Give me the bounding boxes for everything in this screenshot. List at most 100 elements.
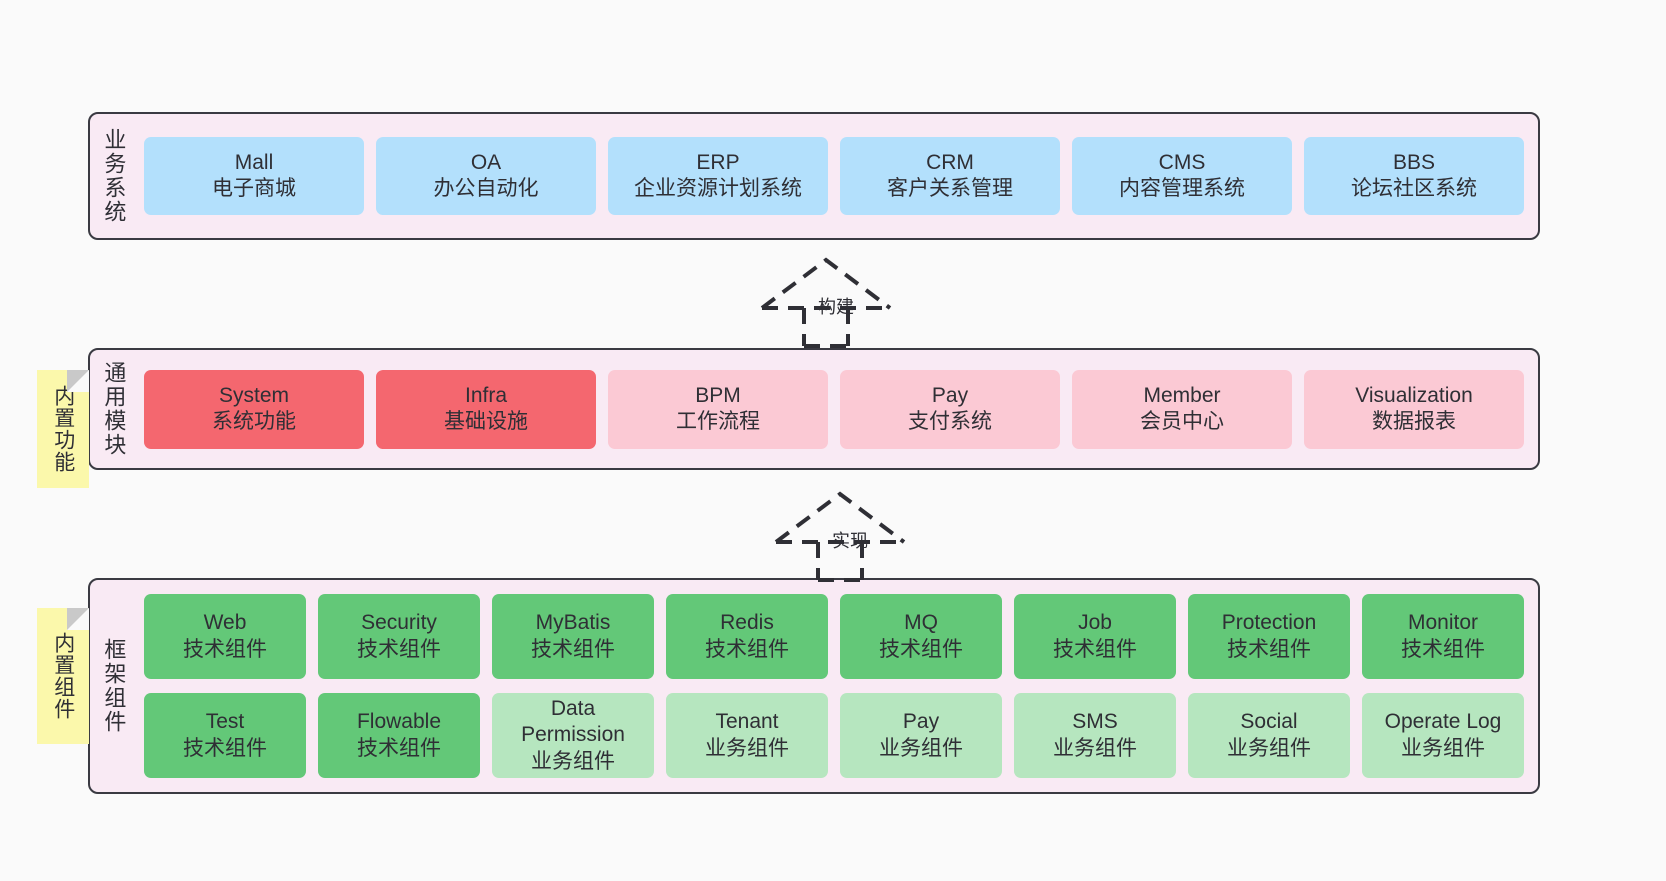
card-bpm-name: BPM [695, 383, 741, 407]
card-sms[interactable]: SMS 业务组件 [1014, 693, 1176, 778]
card-social-sub: 业务组件 [1227, 736, 1311, 760]
card-mybatis[interactable]: MyBatis 技术组件 [492, 594, 654, 679]
card-cms-name: CMS [1158, 150, 1206, 174]
business-card-row: Mall 电子商城 OA 办公自动化 ERP 企业资源计划系统 CRM 客户关系… [144, 137, 1524, 215]
card-sms-sub: 业务组件 [1053, 736, 1137, 760]
arrow-implement-label: 实现 [832, 531, 868, 551]
card-bbs[interactable]: BBS 论坛社区系统 [1304, 137, 1524, 215]
card-crm-sub: 客户关系管理 [887, 177, 1013, 200]
layer-common-modules: 通用模块 System 系统功能 Infra 基础设施 BPM 工作流程 Pay… [88, 348, 1540, 470]
layer-business-title: 业务系统 [101, 128, 127, 224]
layer-framework-body: Web 技术组件 Security 技术组件 MyBatis 技术组件 Redi… [136, 580, 1538, 792]
card-erp-name: ERP [696, 150, 740, 174]
layer-business-systems: 业务系统 Mall 电子商城 OA 办公自动化 ERP 企业资源计划系统 CRM… [88, 112, 1540, 240]
card-flowable-name: Flowable [356, 710, 442, 734]
card-erp-sub: 企业资源计划系统 [634, 177, 802, 200]
card-data-permission-name: Data Permission [521, 697, 625, 747]
card-operate-log[interactable]: Operate Log 业务组件 [1362, 693, 1524, 778]
card-bpm[interactable]: BPM 工作流程 [608, 369, 828, 449]
card-redis-name: Redis [720, 611, 774, 635]
card-security-name: Security [361, 611, 437, 635]
card-visualization[interactable]: Visualization 数据报表 [1304, 369, 1524, 449]
card-mq-name: MQ [904, 611, 938, 635]
card-pay-component-name: Pay [902, 710, 940, 734]
card-data-permission-sub: 业务组件 [531, 749, 615, 773]
card-member-sub: 会员中心 [1140, 410, 1224, 433]
note-builtin-features-label: 内置功能 [51, 385, 75, 473]
card-flowable[interactable]: Flowable 技术组件 [318, 693, 480, 778]
card-infra[interactable]: Infra 基础设施 [376, 369, 596, 449]
card-pay-component[interactable]: Pay 业务组件 [840, 693, 1002, 778]
card-bbs-name: BBS [1392, 150, 1436, 174]
card-protection[interactable]: Protection 技术组件 [1188, 594, 1350, 679]
framework-rows: Web 技术组件 Security 技术组件 MyBatis 技术组件 Redi… [144, 594, 1524, 778]
arrow-build: 构建 [756, 256, 906, 348]
card-mall-sub: 电子商城 [212, 177, 296, 200]
card-sms-name: SMS [1072, 710, 1118, 734]
card-visualization-name: Visualization [1355, 383, 1473, 407]
layer-modules-title: 通用模块 [101, 361, 127, 457]
card-tenant-sub: 业务组件 [705, 736, 789, 760]
card-test-sub: 技术组件 [183, 736, 267, 760]
card-job[interactable]: Job 技术组件 [1014, 594, 1176, 679]
card-oa[interactable]: OA 办公自动化 [376, 137, 596, 215]
card-visualization-sub: 数据报表 [1372, 410, 1456, 433]
arrow-implement: 实现 [770, 490, 920, 582]
card-mybatis-name: MyBatis [535, 611, 611, 635]
card-mybatis-sub: 技术组件 [531, 637, 615, 661]
card-social[interactable]: Social 业务组件 [1188, 693, 1350, 778]
card-web-sub: 技术组件 [183, 637, 267, 661]
modules-card-row: System 系统功能 Infra 基础设施 BPM 工作流程 Pay 支付系统… [144, 369, 1524, 449]
note-builtin-components-label: 内置组件 [51, 632, 75, 720]
card-test-name: Test [205, 710, 245, 734]
card-redis[interactable]: Redis 技术组件 [666, 594, 828, 679]
card-protection-sub: 技术组件 [1227, 637, 1311, 661]
card-pay-module-name: Pay [931, 383, 969, 407]
card-mall[interactable]: Mall 电子商城 [144, 137, 364, 215]
card-mq[interactable]: MQ 技术组件 [840, 594, 1002, 679]
card-job-name: Job [1078, 611, 1112, 635]
card-monitor-name: Monitor [1407, 611, 1479, 635]
card-erp[interactable]: ERP 企业资源计划系统 [608, 137, 828, 215]
card-member-name: Member [1143, 383, 1221, 407]
card-security-sub: 技术组件 [357, 637, 441, 661]
card-monitor[interactable]: Monitor 技术组件 [1362, 594, 1524, 679]
layer-framework-components: 框架组件 Web 技术组件 Security 技术组件 MyBatis 技术组件 [88, 578, 1540, 794]
card-data-permission[interactable]: Data Permission 业务组件 [492, 693, 654, 778]
layer-framework-title: 框架组件 [101, 638, 127, 734]
card-web[interactable]: Web 技术组件 [144, 594, 306, 679]
card-infra-name: Infra [464, 383, 508, 407]
card-member[interactable]: Member 会员中心 [1072, 369, 1292, 449]
card-security[interactable]: Security 技术组件 [318, 594, 480, 679]
card-web-name: Web [203, 611, 247, 635]
card-test[interactable]: Test 技术组件 [144, 693, 306, 778]
arrow-build-head [760, 257, 892, 310]
card-system-name: System [218, 383, 289, 407]
card-protection-name: Protection [1221, 611, 1317, 635]
card-mall-name: Mall [234, 150, 274, 174]
card-cms[interactable]: CMS 内容管理系统 [1072, 137, 1292, 215]
card-monitor-sub: 技术组件 [1401, 637, 1485, 661]
framework-business-row: Test 技术组件 Flowable 技术组件 Data Permission … [144, 693, 1524, 778]
card-social-name: Social [1240, 710, 1298, 734]
card-oa-sub: 办公自动化 [433, 177, 539, 200]
card-pay-module[interactable]: Pay 支付系统 [840, 369, 1060, 449]
card-tenant[interactable]: Tenant 业务组件 [666, 693, 828, 778]
framework-tech-row: Web 技术组件 Security 技术组件 MyBatis 技术组件 Redi… [144, 594, 1524, 679]
card-system-sub: 系统功能 [212, 410, 296, 433]
card-operate-log-name: Operate Log [1384, 710, 1502, 734]
card-job-sub: 技术组件 [1053, 637, 1137, 661]
card-infra-sub: 基础设施 [444, 410, 528, 433]
card-flowable-sub: 技术组件 [357, 736, 441, 760]
card-system[interactable]: System 系统功能 [144, 369, 364, 449]
layer-business-body: Mall 电子商城 OA 办公自动化 ERP 企业资源计划系统 CRM 客户关系… [136, 114, 1538, 238]
card-crm[interactable]: CRM 客户关系管理 [840, 137, 1060, 215]
note-builtin-components: 内置组件 [37, 608, 89, 744]
card-mq-sub: 技术组件 [879, 637, 963, 661]
card-bpm-sub: 工作流程 [676, 410, 760, 433]
layer-modules-body: System 系统功能 Infra 基础设施 BPM 工作流程 Pay 支付系统… [136, 350, 1538, 468]
card-redis-sub: 技术组件 [705, 637, 789, 661]
card-tenant-name: Tenant [715, 710, 779, 734]
card-bbs-sub: 论坛社区系统 [1351, 177, 1477, 200]
